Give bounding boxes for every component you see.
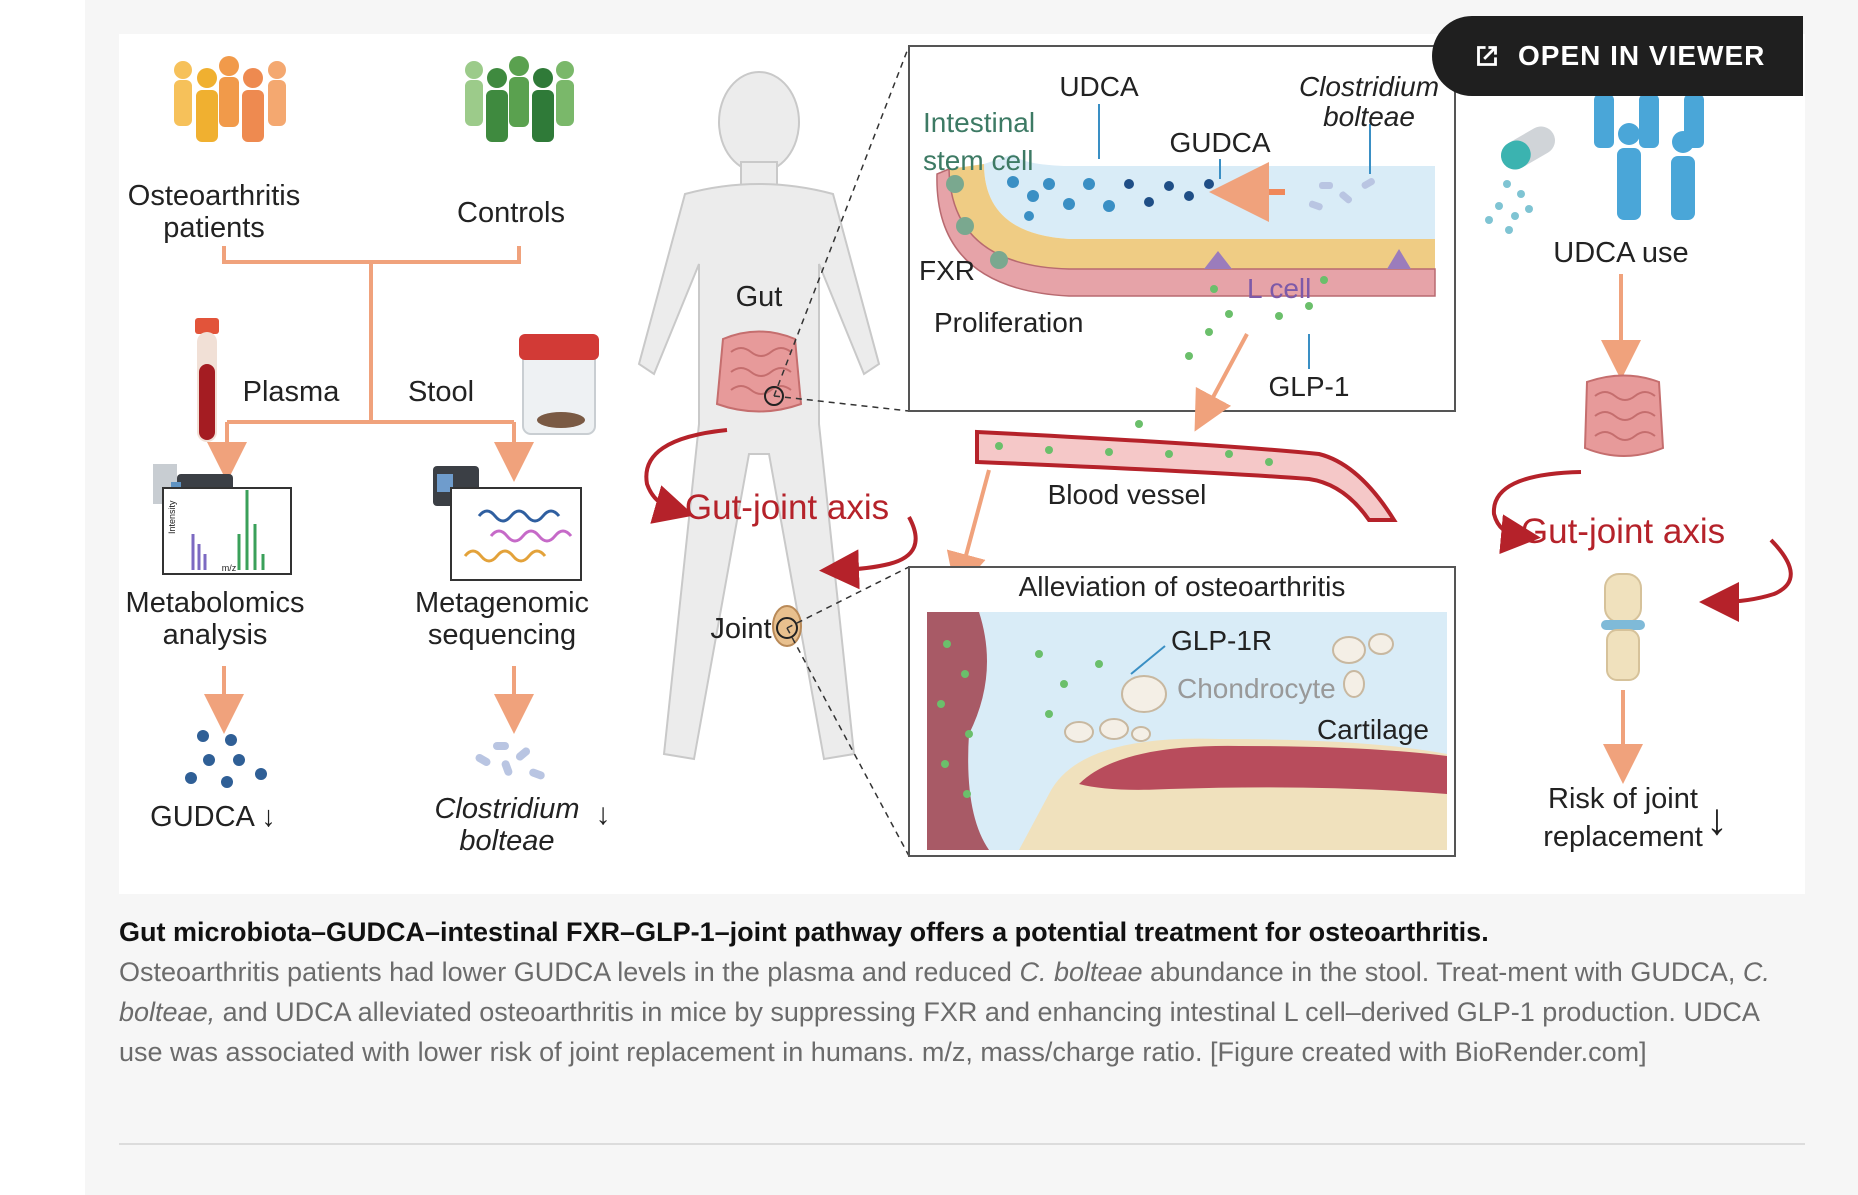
gut-label: Gut xyxy=(736,281,783,313)
intestinal-stem-label-1: Intestinal xyxy=(923,107,1035,138)
cartilage-label: Cartilage xyxy=(1317,714,1429,745)
joint-focus-circle xyxy=(776,617,798,639)
blood-vessel-icon xyxy=(975,429,1398,522)
right-knee-icon xyxy=(1601,573,1645,681)
open-in-viewer-label: OPEN IN VIEWER xyxy=(1518,40,1766,71)
right-red-arrow-right xyxy=(1699,538,1793,622)
risk-label-1: Risk of joint xyxy=(1548,783,1698,815)
clostridium-label-1: Clostridium xyxy=(434,793,579,825)
udca-users-icon xyxy=(1594,94,1704,220)
intestinal-stem-label-2: stem cell xyxy=(923,145,1033,176)
label-leaders xyxy=(1098,104,1371,369)
gut-joint-axis-label: Gut-joint axis xyxy=(685,488,889,527)
spectrum-peaks-green xyxy=(237,490,265,570)
clostridium-down-arrow: ↓ xyxy=(596,798,611,831)
clostridium-label-2: bolteae xyxy=(459,825,554,857)
gut-focus-circle xyxy=(764,386,784,406)
blood-vessel-label: Blood vessel xyxy=(1048,479,1207,510)
stem-cells xyxy=(946,175,1008,269)
figure-diagram: Osteoarthritis patients Controls Plasma … xyxy=(126,45,1793,857)
red-arrow-gut-to-joint xyxy=(644,428,728,524)
udca-use-label: UDCA use xyxy=(1553,237,1688,269)
synovium xyxy=(927,612,989,850)
zoom-lines xyxy=(773,45,910,857)
osteoarthritis-patients-icon xyxy=(174,56,286,142)
caption-text-2: abundance in the stool. Treat-ment with … xyxy=(1142,957,1743,987)
blood-tube-icon xyxy=(195,318,219,442)
intestinal-lumen xyxy=(984,154,1435,239)
dna-strand-orange xyxy=(463,549,547,563)
pill-particles xyxy=(1485,180,1533,234)
caption-text-1: Osteoarthritis patients had lower GUDCA … xyxy=(119,957,1020,987)
flow-lines xyxy=(204,246,534,734)
glp1-label: GLP-1 xyxy=(1269,371,1350,402)
glp1r-leader xyxy=(1130,645,1166,675)
l-cell-label: L cell xyxy=(1247,273,1311,304)
dna-strand-blue xyxy=(477,509,561,523)
risk-label-2: replacement xyxy=(1543,821,1703,853)
controls-label: Controls xyxy=(457,197,565,229)
vessel-glp1-dots xyxy=(995,420,1273,466)
stool-label: Stool xyxy=(408,376,474,408)
gut-joint-axis-right-label: Gut-joint axis xyxy=(1521,512,1725,551)
bottom-divider xyxy=(119,1143,1805,1145)
fxr-label: FXR xyxy=(919,255,975,286)
oa-patients-label-1: Osteoarthritis xyxy=(128,180,300,212)
cb-inset-label-1: Clostridium xyxy=(1299,71,1439,102)
udca-dots xyxy=(1007,176,1115,221)
metabolomics-label-1: Metabolomics xyxy=(126,587,305,619)
open-external-icon xyxy=(1477,46,1497,66)
right-intestine-icon xyxy=(1583,374,1665,457)
spectrum-peaks-purple xyxy=(191,534,207,570)
intensity-axis-label: Intensity xyxy=(167,500,177,534)
orange-arrow-to-vessel xyxy=(1194,333,1249,432)
proliferation-label: Proliferation xyxy=(934,307,1083,338)
orange-arrow-to-joint-inset xyxy=(946,469,991,594)
metagenomic-label-1: Metagenomic xyxy=(415,587,589,619)
right-red-arrow-left xyxy=(1491,470,1582,555)
oa-patients-label-2: patients xyxy=(163,212,265,244)
udca-inset-label: UDCA xyxy=(1059,71,1139,102)
human-body-icon xyxy=(637,71,881,761)
bacteria-icon xyxy=(475,742,545,780)
gudca-inset-label: GUDCA xyxy=(1169,127,1270,158)
red-arrow-to-joint xyxy=(819,516,918,590)
inset-bacteria xyxy=(1308,178,1375,211)
mz-axis-label: m/z xyxy=(222,563,237,573)
mucus-layer xyxy=(949,164,1435,269)
caption-italic-1: C. bolteae xyxy=(1019,957,1143,987)
joint-label: Joint xyxy=(710,613,771,645)
l-cells xyxy=(1204,249,1411,269)
open-in-viewer-button[interactable]: OPEN IN VIEWER xyxy=(1432,16,1803,96)
spectrum-chart xyxy=(162,487,292,575)
gudca-down-label: GUDCA ↓ xyxy=(150,801,276,833)
cb-inset-label-2: bolteae xyxy=(1323,101,1415,132)
caption-italic-2: C. bolteae, xyxy=(119,957,1770,1027)
gudca-dots xyxy=(185,730,267,788)
caption-title: Gut microbiota–GUDCA–intestinal FXR–GLP-… xyxy=(119,917,1489,947)
figure-image[interactable]: Osteoarthritis patients Controls Plasma … xyxy=(119,34,1805,894)
stool-jar-icon xyxy=(519,334,599,435)
alleviation-label: Alleviation of osteoarthritis xyxy=(1019,571,1346,602)
metagenomic-label-2: sequencing xyxy=(428,619,576,651)
figure-caption: Gut microbiota–GUDCA–intestinal FXR–GLP-… xyxy=(119,912,1809,1072)
plasma-label: Plasma xyxy=(243,376,341,408)
synovium-dots xyxy=(937,640,1103,798)
udca-pill-icon xyxy=(1501,126,1555,170)
intestine-icon xyxy=(715,330,803,413)
caption-text-3: and UDCA alleviated osteoarthritis in mi… xyxy=(119,997,1759,1067)
cartilage-layer xyxy=(1079,745,1447,794)
risk-down-arrow: ↓ xyxy=(1706,795,1728,844)
metabolomics-label-2: analysis xyxy=(163,619,268,651)
chondrocyte-label: Chondrocyte xyxy=(1177,673,1336,704)
dna-strand-pink xyxy=(489,529,573,543)
glp1r-label: GLP-1R xyxy=(1171,625,1272,656)
dna-box xyxy=(450,487,582,581)
glp1-dots xyxy=(1185,276,1328,360)
controls-people-icon xyxy=(465,56,574,142)
chondrocyte-cells xyxy=(1064,633,1394,743)
